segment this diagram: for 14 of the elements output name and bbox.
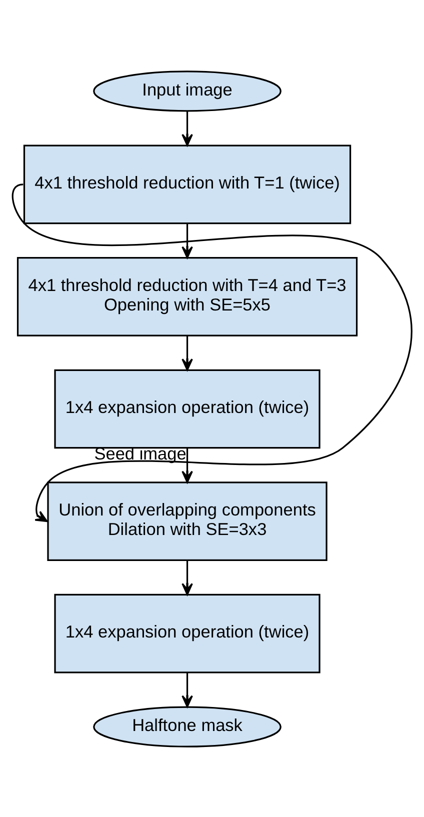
- node-ellipse: Input image: [93, 70, 282, 112]
- arrow: [182, 335, 193, 370]
- arrow: [182, 110, 193, 146]
- arrow: [182, 222, 193, 258]
- node-box: 1x4 expansion operation (twice): [54, 593, 320, 673]
- node-box: 1x4 expansion operation (twice): [54, 368, 320, 448]
- arrow: [182, 560, 193, 595]
- node-ellipse: Halftone mask: [93, 706, 282, 747]
- arrow: [12, 183, 412, 522]
- arrow: [182, 447, 193, 483]
- node-box: Union of overlapping components Dilation with SE=3x3: [47, 481, 328, 560]
- arrow: [182, 672, 193, 707]
- node-box: 4x1 threshold reduction with T=4 and T=3 Opening with SE=5x5: [16, 256, 358, 336]
- node-box: 4x1 threshold reduction with T=1 (twice): [23, 144, 352, 224]
